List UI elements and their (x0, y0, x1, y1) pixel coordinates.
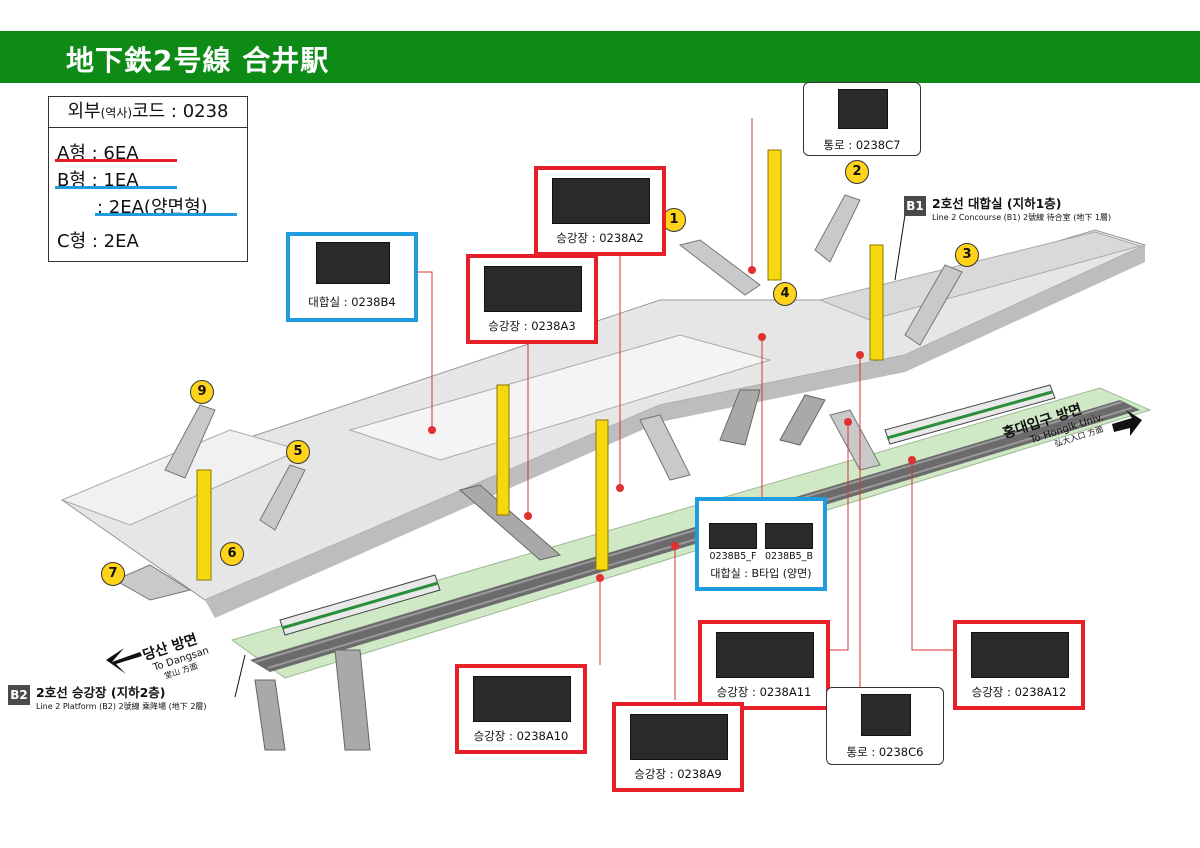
card-c7: 통로 : 0238C7 (803, 82, 921, 156)
b1-title: 2호선 대합실 (지하1층) (932, 196, 1062, 211)
card-a12: 승강장 : 0238A12 (953, 620, 1085, 710)
screen-icon (484, 266, 582, 312)
pillar-left (196, 469, 212, 581)
escalator-bottom-2 (334, 649, 371, 751)
escalator-down-left (458, 484, 562, 561)
screen-icon (861, 694, 911, 736)
screen-icon (552, 178, 650, 224)
card-c6-label: 통로 : 0238C6 (846, 745, 924, 759)
card-a9-label: 승강장 : 0238A9 (634, 767, 722, 781)
card-b5: 0238B5_F 0238B5_B 대합실 : B타입 (양면) (695, 497, 827, 591)
page-title: 地下鉄2号線 合井駅 (66, 44, 330, 77)
screen-front-icon (709, 523, 757, 549)
concourse-edge (205, 245, 1145, 618)
exit-5-icon: 5 (286, 440, 310, 464)
stair-platform-right (829, 409, 881, 471)
exit-7-icon: 7 (101, 562, 125, 586)
arrow-right-icon (1112, 410, 1142, 436)
screen-icon (838, 89, 888, 129)
card-a10: 승강장 : 0238A10 (455, 664, 587, 754)
card-a3-label: 승강장 : 0238A3 (488, 319, 576, 333)
legend-b-type: B형 : 1EA (57, 170, 139, 191)
card-b4: 대합실 : 0238B4 (286, 232, 418, 322)
card-b4-label: 대합실 : 0238B4 (308, 295, 396, 309)
exit-9-icon: 9 (190, 380, 214, 404)
pillar-right (869, 244, 884, 361)
stair-9 (164, 404, 216, 479)
card-a2: 승강장 : 0238A2 (534, 166, 666, 256)
card-b5-caption: 대합실 : B타입 (양면) (710, 567, 812, 580)
escalator-right (779, 394, 826, 446)
screen-back-icon (765, 523, 813, 549)
stair-5 (259, 464, 306, 531)
escalator-center (719, 389, 761, 446)
screen-icon (716, 632, 814, 678)
b1-sub: Line 2 Concourse (B1) 2號線 待合室 (地下 1層) (932, 213, 1112, 222)
right-wing (818, 231, 1142, 321)
exit-3-icon: 3 (955, 243, 979, 267)
pillar-center-1 (496, 384, 510, 516)
b1-pointer (894, 214, 906, 281)
b1-label: 2호선 대합실 (지하1층) Line 2 Concourse (B1) 2號線… (932, 193, 1111, 223)
card-a3: 승강장 : 0238A3 (466, 254, 598, 344)
stair-platform-left (639, 414, 691, 481)
exit-4-icon: 4 (773, 282, 797, 306)
legend-a-underline (55, 159, 177, 162)
card-b5-f-label: 0238B5_F (709, 551, 757, 562)
card-c7-label: 통로 : 0238C7 (823, 138, 901, 152)
b2-badge: B2 (8, 685, 30, 705)
stair-3 (904, 264, 963, 346)
card-a2-label: 승강장 : 0238A2 (556, 231, 644, 245)
legend-b-both: : 2EA(양면형) (97, 197, 208, 218)
center-block (348, 334, 772, 461)
b2-title: 2호선 승강장 (지하2층) (36, 685, 166, 700)
exit-2-icon: 2 (845, 160, 869, 184)
card-c6: 통로 : 0238C6 (826, 687, 944, 765)
card-a11: 승강장 : 0238A11 (698, 620, 830, 710)
screen-icon (971, 632, 1069, 678)
card-a10-label: 승강장 : 0238A10 (473, 729, 569, 743)
code-small: (역사) (100, 106, 133, 120)
card-a11-label: 승강장 : 0238A11 (716, 685, 812, 699)
stair-2 (814, 194, 861, 263)
card-a9: 승강장 : 0238A9 (612, 702, 744, 792)
code-suffix: 코드 : 0238 (132, 101, 229, 122)
pillar-center-2 (595, 419, 609, 571)
arrow-left-icon (106, 648, 142, 674)
code-prefix: 외부 (67, 101, 101, 122)
pillar-top (767, 149, 782, 281)
card-a12-label: 승강장 : 0238A12 (971, 685, 1067, 699)
legend-b-underline (55, 186, 177, 189)
connector-dots (428, 266, 916, 582)
screen-icon (316, 242, 390, 284)
stair-7 (113, 564, 192, 601)
exit-1-icon: 1 (662, 208, 686, 232)
legend-c-type: C형 : 2EA (57, 231, 139, 252)
screen-icon (630, 714, 728, 760)
title-bar: 地下鉄2号線 合井駅 (0, 31, 1200, 83)
legend-box: 외부(역사)코드 : 0238 A형 : 6EA B형 : 1EA : 2EA(… (48, 96, 248, 262)
b1-badge: B1 (904, 196, 926, 216)
track-rail-1 (254, 401, 1123, 663)
b2-sub: Line 2 Platform (B2) 2號線 乘降場 (地下 2層) (36, 702, 207, 711)
card-b5-b-label: 0238B5_B (764, 551, 813, 562)
screen-icon (473, 676, 571, 722)
legend-a-type: A형 : 6EA (57, 143, 139, 164)
legend-b-both-underline (95, 213, 237, 216)
station-code: 외부(역사)코드 : 0238 (49, 97, 247, 128)
escalator-bottom-1 (254, 679, 286, 751)
exit-6-icon: 6 (220, 542, 244, 566)
stair-1 (678, 239, 761, 296)
b2-label: 2호선 승강장 (지하2층) Line 2 Platform (B2) 2號線 … (36, 682, 207, 712)
b2-pointer (234, 654, 246, 698)
